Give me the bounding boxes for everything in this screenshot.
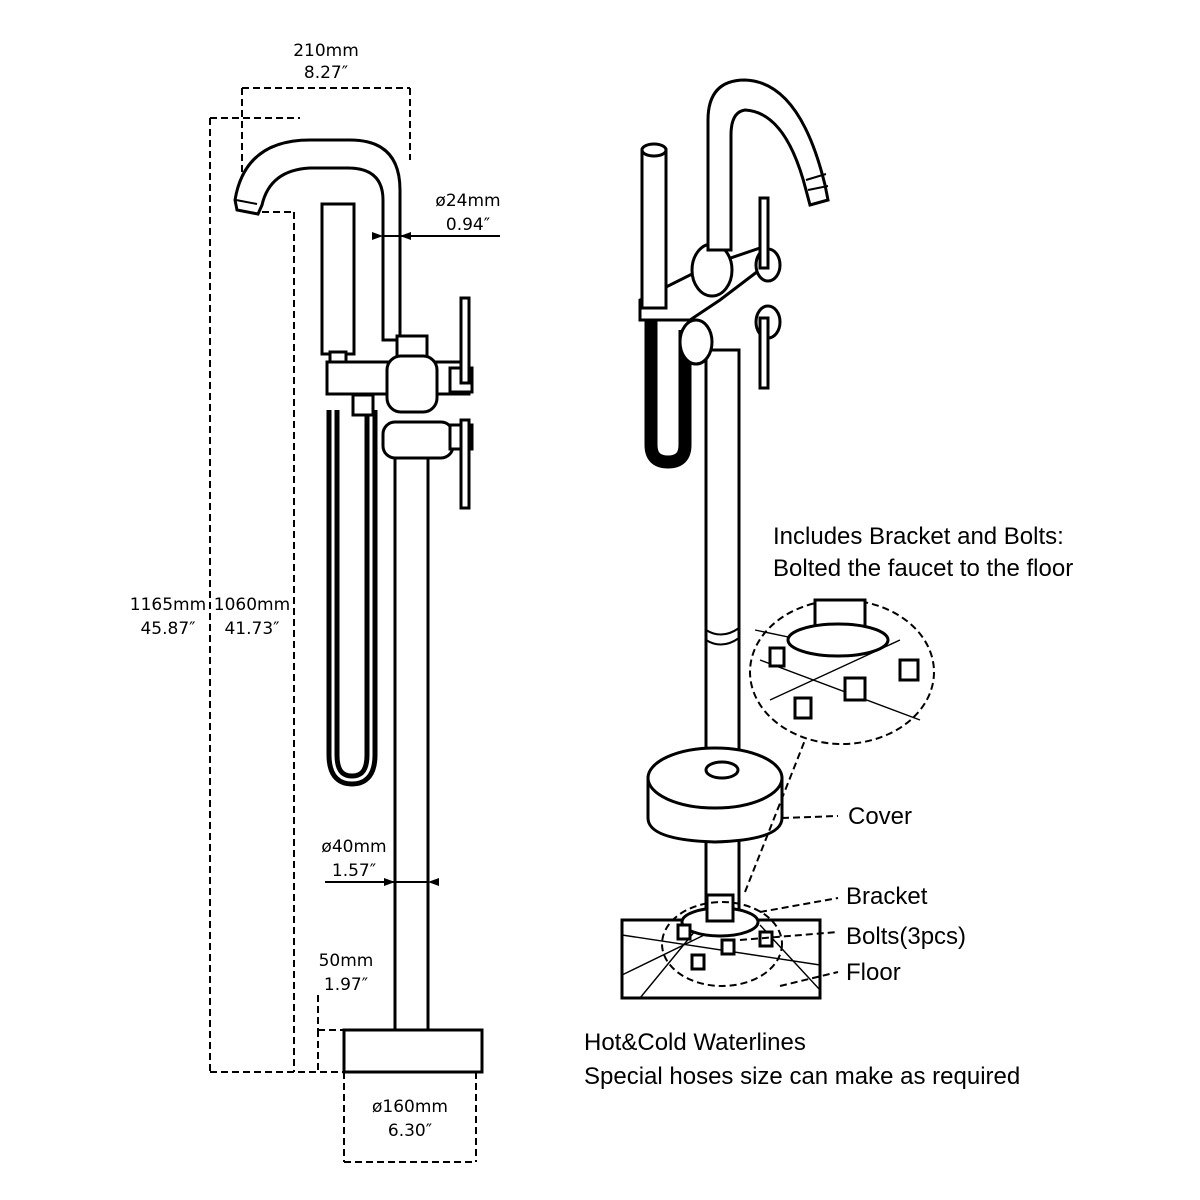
total-height-inch: 45.87″ xyxy=(140,619,195,639)
total-height-mm: 1165mm xyxy=(130,595,206,615)
bracket-label: Bracket xyxy=(846,883,928,910)
hand-shower-perspective xyxy=(640,148,668,310)
pipe-diameter-inch: 1.57″ xyxy=(332,861,376,881)
hose-connector xyxy=(351,393,375,417)
spout-perspective xyxy=(706,78,830,252)
hot-handle xyxy=(459,296,471,385)
spout-reach-inch: 8.27″ xyxy=(304,63,348,83)
bracket-note-line2: Bolted the faucet to the floor xyxy=(773,555,1073,582)
outlet-height-mm: 1060mm xyxy=(214,595,290,615)
riser-pipe xyxy=(393,448,430,1032)
bracket-note-line1: Includes Bracket and Bolts: xyxy=(773,523,1064,550)
riser-pipe-perspective xyxy=(704,348,741,782)
bracket-detail xyxy=(754,598,921,721)
spout xyxy=(233,138,402,342)
perspective-view: Cover Bracket Bolts(3pcs) Floor Includes… xyxy=(584,78,1073,1090)
spout-diameter-mm: ø24mm xyxy=(435,191,500,211)
hand-shower-hose xyxy=(326,410,378,787)
outlet-height-inch: 41.73″ xyxy=(224,619,279,639)
pipe-diameter-mm: ø40mm xyxy=(321,837,386,857)
front-view: 210mm 8.27″ ø24mm 0.94″ 1165mm 45.87″ 10… xyxy=(130,41,501,1163)
floor-label: Floor xyxy=(846,959,901,986)
hand-shower xyxy=(320,202,356,356)
waterlines-note-line2: Special hoses size can make as required xyxy=(584,1063,1020,1090)
cold-handle xyxy=(459,418,471,510)
base-diameter-mm: ø160mm xyxy=(372,1097,448,1117)
base-height-inch: 1.97″ xyxy=(324,975,368,995)
floor-bolts xyxy=(676,923,774,971)
bolts-label: Bolts(3pcs) xyxy=(846,923,966,950)
base-diameter-inch: 6.30″ xyxy=(388,1121,432,1141)
spout-diameter-inch: 0.94″ xyxy=(446,215,490,235)
cover-label: Cover xyxy=(848,803,912,830)
base-height-mm: 50mm xyxy=(319,951,374,971)
floor-base xyxy=(342,1028,484,1074)
spout-reach-mm: 210mm xyxy=(293,41,359,61)
waterlines-note-line1: Hot&Cold Waterlines xyxy=(584,1029,806,1056)
